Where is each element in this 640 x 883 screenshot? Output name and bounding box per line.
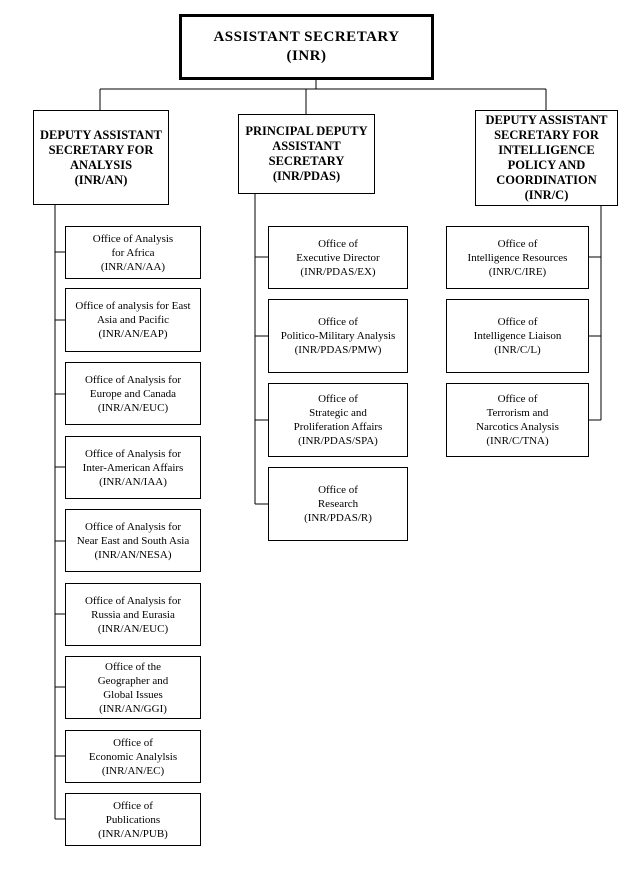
assistant-secretary-label: ASSISTANT SECRETARY (INR) [213,29,400,64]
office-geographer-box: Office of the Geographer and Global Issu… [65,656,201,719]
office-europe-box: Office of Analysis for Europe and Canada… [65,362,201,425]
office-intelligence-resources-box: Office of Intelligence Resources (INR/C/… [446,226,589,289]
office-africa-box: Office of Analysis for Africa (INR/AN/AA… [65,226,201,279]
assistant-secretary-box: ASSISTANT SECRETARY (INR) [179,14,434,80]
principal-deputy-label: PRINCIPAL DEPUTY ASSISTANT SECRETARY (IN… [245,124,368,183]
office-east-asia-label: Office of analysis for East Asia and Pac… [75,300,191,340]
deputy-coordination-box: DEPUTY ASSISTANT SECRETARY FOR INTELLIGE… [475,110,618,206]
deputy-coordination-label: DEPUTY ASSISTANT SECRETARY FOR INTELLIGE… [485,113,608,202]
office-terrorism-label: Office of Terrorism and Narcotics Analys… [476,393,559,447]
office-east-asia-box: Office of analysis for East Asia and Pac… [65,288,201,352]
deputy-analysis-label: DEPUTY ASSISTANT SECRETARY FOR ANALYSIS … [40,127,162,187]
office-economic-label: Office of Economic Analylsis (INR/AN/EC) [88,736,178,777]
office-geographer-label: Office of the Geographer and Global Issu… [97,660,169,715]
office-terrorism-box: Office of Terrorism and Narcotics Analys… [446,383,589,457]
office-publications-label: Office of Publications (INR/AN/PUB) [98,799,168,840]
office-research-box: Office of Research (INR/PDAS/R) [268,467,408,541]
office-intelligence-resources-label: Office of Intelligence Resources (INR/C/… [467,237,568,278]
office-strategic-box: Office of Strategic and Proliferation Af… [268,383,408,457]
office-near-east-box: Office of Analysis for Near East and Sou… [65,509,201,572]
principal-deputy-box: PRINCIPAL DEPUTY ASSISTANT SECRETARY (IN… [238,114,375,194]
office-executive-director-box: Office of Executive Director (INR/PDAS/E… [268,226,408,289]
office-inter-american-label: Office of Analysis for Inter-American Af… [82,447,184,488]
office-executive-director-label: Office of Executive Director (INR/PDAS/E… [296,237,380,278]
office-inter-american-box: Office of Analysis for Inter-American Af… [65,436,201,499]
office-politico-military-label: Office of Politico-Military Analysis (IN… [280,316,396,356]
office-europe-label: Office of Analysis for Europe and Canada… [84,373,182,414]
office-near-east-label: Office of Analysis for Near East and Sou… [76,520,190,561]
office-research-label: Office of Research (INR/PDAS/R) [304,484,372,524]
office-intelligence-liaison-label: Office of Intelligence Liaison (INR/C/L) [473,316,562,356]
office-economic-box: Office of Economic Analylsis (INR/AN/EC) [65,730,201,783]
office-africa-label: Office of Analysis for Africa (INR/AN/AA… [92,232,174,273]
office-publications-box: Office of Publications (INR/AN/PUB) [65,793,201,846]
office-strategic-label: Office of Strategic and Proliferation Af… [293,393,383,447]
office-politico-military-box: Office of Politico-Military Analysis (IN… [268,299,408,373]
office-russia-label: Office of Analysis for Russia and Eurasi… [84,594,182,635]
office-intelligence-liaison-box: Office of Intelligence Liaison (INR/C/L) [446,299,589,373]
office-russia-box: Office of Analysis for Russia and Eurasi… [65,583,201,646]
deputy-analysis-box: DEPUTY ASSISTANT SECRETARY FOR ANALYSIS … [33,110,169,205]
